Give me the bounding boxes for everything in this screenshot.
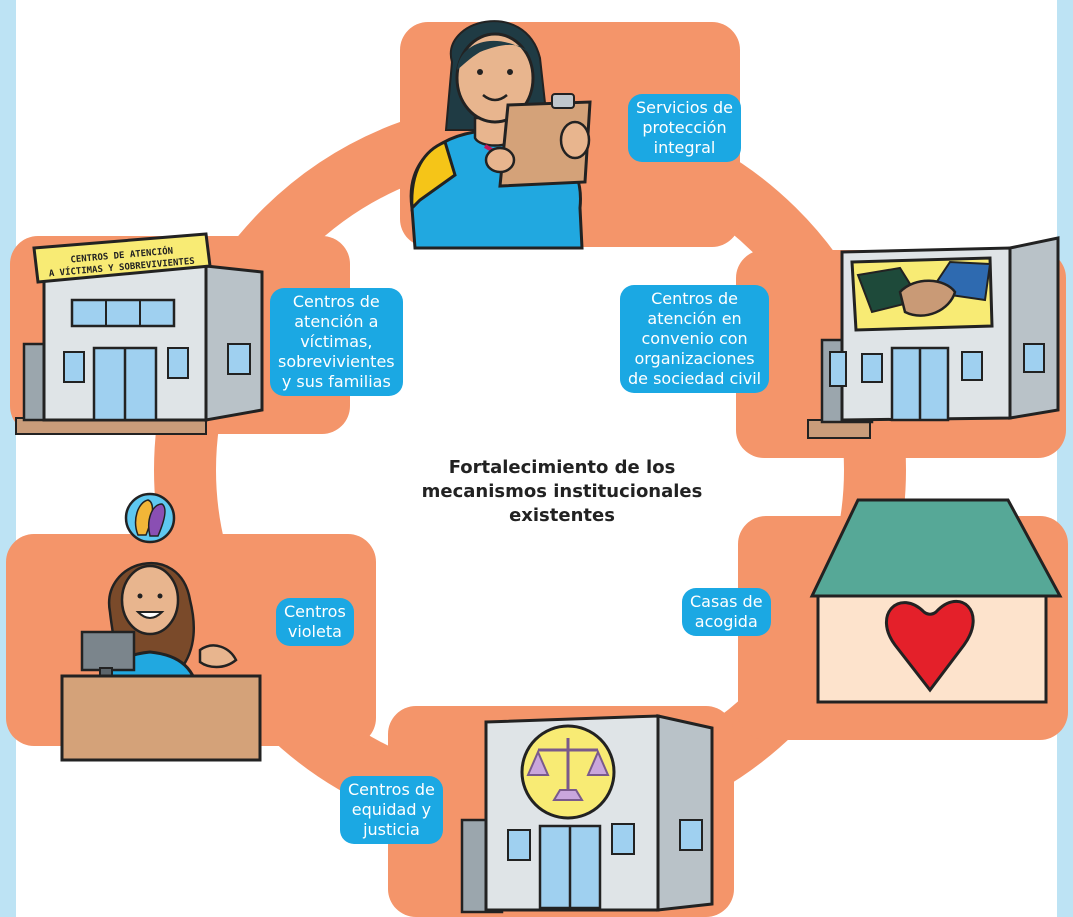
node-label-acogida: Casas de acogida [682,588,771,636]
handshake-building-icon [807,236,1060,439]
node-label-equidad: Centros de equidad y justicia [340,776,443,844]
people-profiles-badge-icon [124,492,176,544]
violet-center-receptionist-icon [60,562,262,762]
justice-scales-building-icon [460,714,714,914]
node-label-victimas: Centros de atención a víctimas, sobreviv… [270,288,403,396]
node-label-servicios: Servicios de protección integral [628,94,741,162]
victim-care-building-icon: CENTROS DE ATENCIÓN A VÍCTIMAS Y SOBREVI… [15,232,264,435]
heart-house-icon [809,498,1063,704]
worker-with-clipboard-icon [409,20,592,250]
center-title: Fortalecimiento de los mecanismos instit… [421,457,703,526]
node-label-convenio: Centros de atención en convenio con orga… [620,285,770,393]
node-label-violeta: Centros violeta [276,598,354,646]
